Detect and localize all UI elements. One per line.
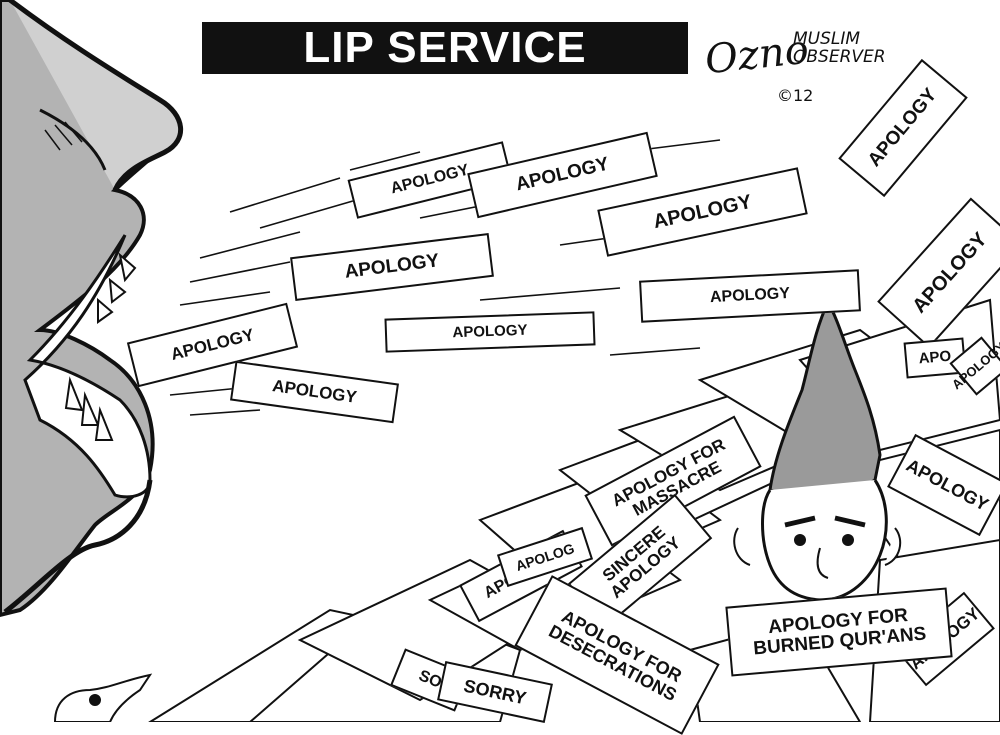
paper-label: APOLOGY FOR BURNED QUR'ANS [752, 605, 928, 660]
cartoon-title: LIP SERVICE [303, 23, 587, 72]
signature-year: ©12 [777, 86, 814, 105]
buried-figure [733, 298, 902, 602]
paper-label: APO [918, 347, 952, 368]
artist-signature: Ozno MUSLIM OBSERVER ©12 [703, 12, 910, 117]
paper-label: APOLOGY [709, 284, 791, 306]
paper-label: APOLOGY [513, 153, 612, 196]
paper-label: SORRY [462, 675, 529, 708]
paper-label: APOLOGY [651, 190, 754, 233]
title-banner: LIP SERVICE [202, 22, 688, 74]
paper-label: APOLOGY [343, 250, 441, 283]
paper-label: APOLOGY [388, 161, 471, 198]
open-mouth-face [0, 0, 184, 618]
paper-label: APOLOGY [452, 321, 528, 342]
paper-label: APOLOGY [271, 376, 358, 407]
small-figure [53, 673, 153, 722]
paper-label: APOLOGY [168, 325, 256, 365]
signature-publication: MUSLIM OBSERVER [793, 29, 886, 67]
